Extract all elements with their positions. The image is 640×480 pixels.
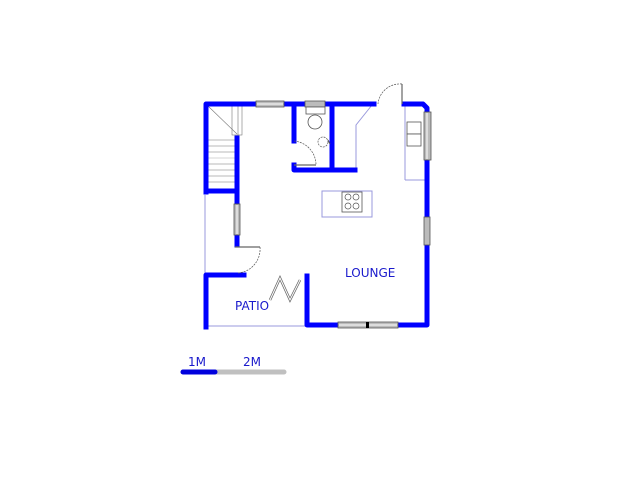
sink-bowl-2 bbox=[406, 133, 422, 147]
room-label-lounge: LOUNGE bbox=[345, 266, 395, 280]
windows bbox=[233, 100, 432, 329]
room-label-patio: PATIO bbox=[235, 299, 269, 313]
doors bbox=[235, 83, 403, 303]
walls bbox=[203, 101, 430, 330]
sink-bowl-1 bbox=[406, 121, 422, 135]
scale-label-1m: 1M bbox=[188, 355, 206, 369]
window-bathroom bbox=[304, 100, 326, 108]
toilet-tank bbox=[305, 106, 326, 115]
toilet-icon bbox=[307, 114, 323, 130]
window-right bbox=[423, 216, 431, 246]
fixtures bbox=[305, 106, 422, 213]
basin-icon bbox=[317, 136, 329, 148]
stove-hob-icon bbox=[341, 191, 363, 213]
scale-bar: 1M 2M bbox=[180, 355, 287, 375]
kitchen-island bbox=[321, 190, 373, 218]
scale-label-2m: 2M bbox=[243, 355, 261, 369]
